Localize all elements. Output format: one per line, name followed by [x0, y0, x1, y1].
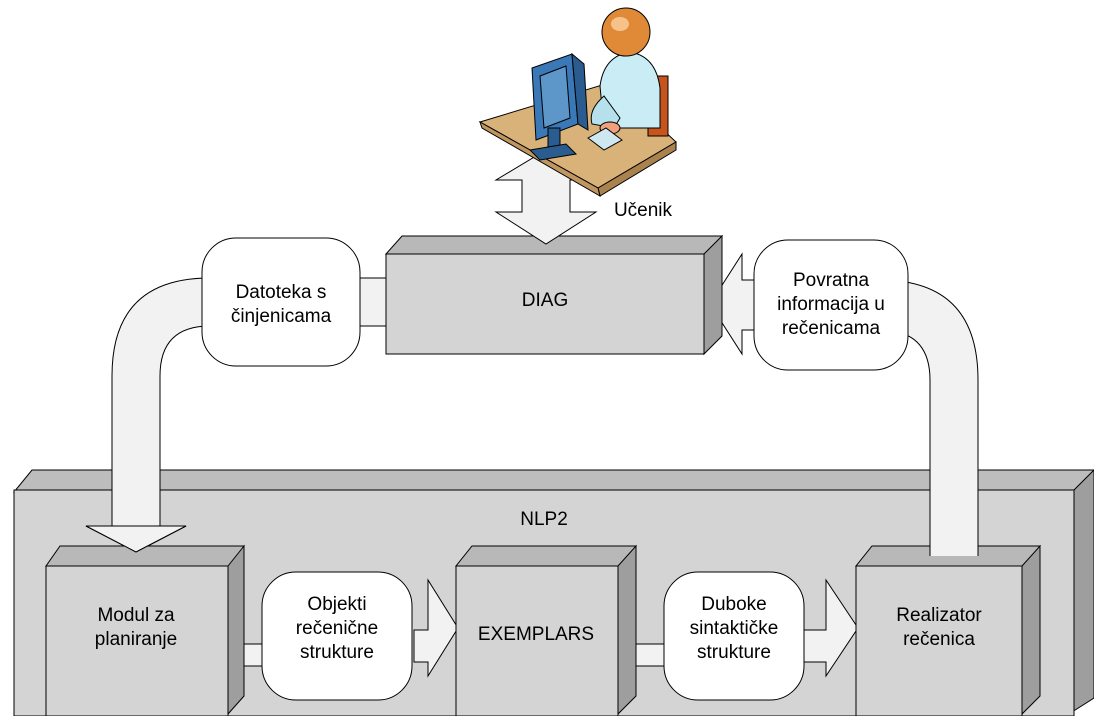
- feedback-line-2: informacija u: [777, 294, 885, 315]
- facts-file-line-1: Datoteka s: [236, 282, 327, 303]
- objects-to-exemplars-arrow: [413, 578, 459, 678]
- user-label: Učenik: [614, 200, 673, 221]
- deep-structures-line-1: Duboke: [701, 594, 767, 615]
- planner-line-1: Modul za: [97, 605, 175, 626]
- deep-structures-box: [663, 571, 805, 701]
- realizer-box: [854, 544, 1042, 716]
- exemplars-box: [454, 544, 638, 716]
- sentence-objects-line-3: strukture: [300, 642, 374, 663]
- facts-arrow-head: [85, 525, 187, 553]
- realizer-line-2: rečenica: [903, 629, 975, 650]
- user-at-desk-icon: [478, 7, 677, 198]
- diag-box: [384, 234, 724, 356]
- deep-to-realizer-arrow: [803, 578, 859, 678]
- sentence-objects-box: [261, 571, 413, 701]
- feedback-box: [753, 239, 909, 371]
- facts-file-line-2: činjenicama: [231, 306, 332, 327]
- feedback-arrow-stem: [930, 540, 978, 556]
- exemplars-label: EXEMPLARS: [478, 624, 594, 645]
- diag-label: DIAG: [522, 290, 568, 311]
- deep-structures-line-3: strukture: [697, 642, 771, 663]
- sentence-objects-line-2: rečenične: [296, 618, 378, 639]
- realizer-line-1: Realizator: [896, 605, 982, 626]
- sentence-objects-line-1: Objekti: [307, 594, 366, 615]
- planner-line-2: planiranje: [95, 629, 177, 650]
- deep-structures-line-2: sintaktičke: [690, 618, 779, 639]
- planner-box: [45, 544, 245, 716]
- nlp2-label: NLP2: [520, 509, 568, 530]
- feedback-line-1: Povratna: [793, 270, 869, 291]
- facts-file-box: [201, 237, 361, 367]
- feedback-line-3: rečenicama: [782, 318, 881, 339]
